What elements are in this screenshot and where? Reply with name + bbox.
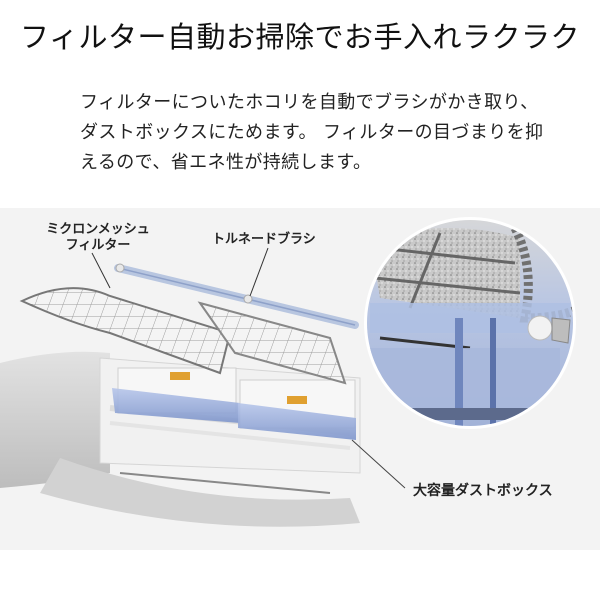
filter-label: ミクロンメッシュ フィルター: [46, 222, 150, 253]
magnified-detail-circle: [364, 217, 576, 429]
brush-roller-icon: [114, 263, 359, 329]
dust-box-icon: [112, 367, 356, 440]
dust-box-label: 大容量ダストボックス: [413, 483, 553, 499]
description-line: フィルターについたホコリを自動でブラシがかき取り、: [80, 92, 539, 113]
air-conditioner-illustration: [0, 217, 576, 527]
page-title: フィルター自動お掃除でお手入れラクラク: [20, 20, 580, 54]
brush-label: トルネードブラシ: [212, 232, 316, 247]
filter-mesh-icon: [19, 287, 347, 385]
description: フィルターについたホコリを自動でブラシがかき取り、 ダストボックスにためます。 …: [80, 88, 590, 178]
description-line: えるので、省エネ性が持続します。: [80, 152, 372, 173]
description-line: ダストボックスにためます。 フィルターの目づまりを抑: [80, 122, 544, 143]
leader-line-brush: [249, 247, 269, 297]
leader-line-dustbox: [351, 439, 406, 489]
leader-line-filter: [91, 252, 111, 289]
illustration-panel: ミクロンメッシュ フィルター トルネードブラシ 大容量ダストボックス: [0, 208, 600, 550]
handle-orange: [170, 372, 190, 380]
handle-orange: [287, 396, 307, 404]
